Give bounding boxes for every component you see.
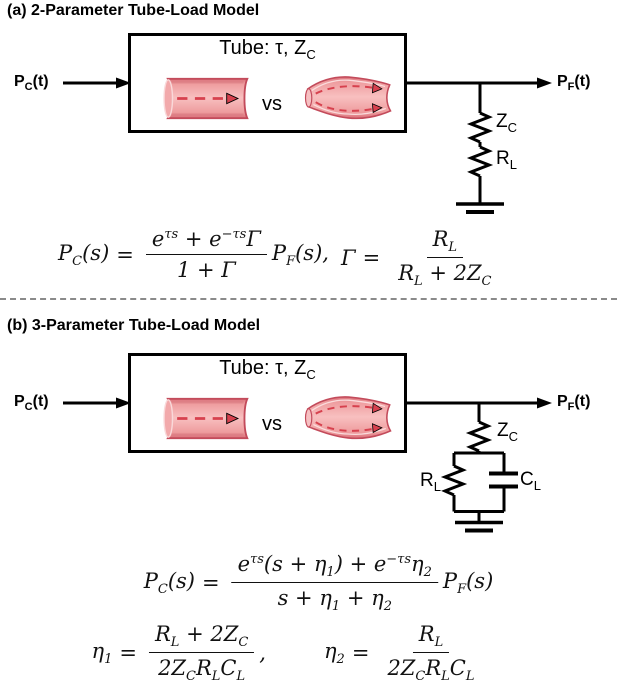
rl-label-a: RL (496, 148, 517, 172)
equation-a-gamma: Γ = RL RL + 2ZC (341, 226, 503, 289)
capacitor-cl (489, 471, 518, 489)
equation-b-transfer: PC(s) = eτs(s + η1) + e−τsη2 s + η1 + η2… (143, 551, 494, 615)
resistor-zc-b (465, 420, 493, 453)
ground-symbol-b (455, 520, 503, 533)
zc-label-b: ZC (497, 420, 518, 444)
straight-tube-illustration-b (162, 397, 249, 440)
fraction: RL RL + 2ZC (398, 227, 492, 290)
output-arrow-a (406, 77, 552, 89)
equation-eta1: η1 = RL + 2ZC 2ZCRLCL , (91, 621, 266, 685)
equation-a-transfer: PC(s) = eτs + e−τsΓ 1 + Γ PF(s), (58, 226, 329, 283)
output-pressure-label-b: PF(t) (557, 393, 591, 414)
tube-box-label-a: Tube: τ, ZC (219, 37, 316, 62)
fraction: RL + 2ZC 2ZCRLCL (148, 621, 255, 684)
output-arrow-b (406, 397, 552, 409)
equation-eta2: η2 = RL 2ZCRLCL (324, 621, 486, 684)
resistor-zc-a (466, 111, 494, 144)
input-pressure-label-a: PC(t) (14, 73, 49, 94)
input-arrow-b (63, 397, 131, 409)
fraction: eτs + e−τsΓ 1 + Γ (145, 226, 267, 283)
straight-tube-illustration-a (162, 77, 249, 120)
bulged-tube-illustration-b (304, 395, 392, 440)
section-a-title: (a) 2-Parameter Tube-Load Model (7, 2, 260, 19)
input-arrow-a (63, 77, 131, 89)
resistor-rl-b (440, 464, 468, 497)
cl-label-b: CL (520, 469, 541, 493)
parallel-network (440, 451, 518, 513)
rl-label-b: RL (420, 470, 441, 494)
section-b-title: (b) 3-Parameter Tube-Load Model (7, 317, 261, 334)
vs-label-a: vs (262, 93, 282, 115)
ground-symbol-a (456, 202, 504, 214)
bulged-tube-illustration-a (304, 75, 392, 120)
output-pressure-label-a: PF(t) (557, 73, 591, 94)
equation-b-eta-row: η1 = RL + 2ZC 2ZCRLCL , η2 = RL 2ZCRLCL (91, 621, 485, 684)
zc-label-a: ZC (496, 111, 517, 135)
dashed-divider (0, 298, 617, 300)
fraction: RL 2ZCRLCL (387, 622, 475, 685)
tube-box-label-b: Tube: τ, ZC (219, 357, 316, 382)
vs-label-b: vs (262, 413, 282, 435)
fraction: eτs(s + η1) + e−τsη2 s + η1 + η2 (231, 551, 438, 614)
input-pressure-label-b: PC(t) (14, 393, 49, 414)
resistor-rl-a (466, 145, 494, 178)
